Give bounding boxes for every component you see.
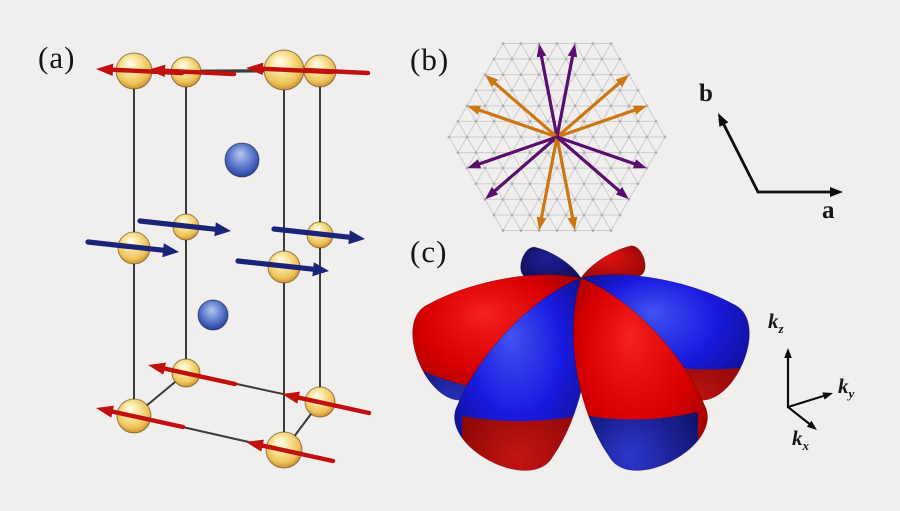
panel-a-crystal xyxy=(85,49,372,469)
k-vector-arrow-purple xyxy=(467,135,559,169)
k-vector-arrow-orange xyxy=(555,105,647,139)
atom-column-fr xyxy=(235,49,336,469)
spin-arrow-red xyxy=(96,405,186,430)
kx-sub: x xyxy=(802,438,810,454)
spin-arrow-navy xyxy=(271,226,365,245)
axis-b-label: b xyxy=(699,80,713,107)
a-axis-arrow xyxy=(756,187,843,197)
kz-axis-arrow xyxy=(784,348,792,409)
kx-axis-arrow xyxy=(786,405,817,430)
atom-column-br xyxy=(271,54,372,418)
axis-ky-label: ky xyxy=(838,374,854,401)
atom-column-bl xyxy=(137,56,238,388)
spin-arrow-navy xyxy=(235,258,329,277)
k-vector-arrow-orange xyxy=(555,74,629,139)
panel-b-label: (b) xyxy=(410,42,450,77)
axis-kx-label: kx xyxy=(792,426,809,453)
spin-arrow-red xyxy=(96,63,185,76)
k-vector-arrow-purple xyxy=(555,135,629,200)
k-vector-arrow-orange xyxy=(467,105,559,139)
spin-arrow-red xyxy=(246,62,335,75)
k-vector-arrow-purple xyxy=(536,43,559,139)
k-vector-arrow-purple xyxy=(555,135,647,169)
spin-arrow-navy xyxy=(137,218,231,237)
kz-sub: z xyxy=(778,321,784,337)
spin-arrow-red xyxy=(282,391,372,416)
spin-arrow-red xyxy=(246,439,336,464)
orbital-lobe-bottom-front-right xyxy=(578,412,698,471)
panel-b-spin-star xyxy=(447,42,843,232)
atom-column-fl xyxy=(85,52,186,434)
k-vector-arrow-purple xyxy=(485,135,559,200)
axis-a-label: a xyxy=(822,197,835,224)
k-vector-arrow-purple xyxy=(555,43,578,139)
kx-base: k xyxy=(792,426,803,450)
panel-c-label: (c) xyxy=(410,234,448,269)
axis-kz-label: kz xyxy=(768,309,784,336)
spin-arrow-navy xyxy=(85,239,179,258)
interstitial-atom xyxy=(197,299,229,331)
spin-arrow-red xyxy=(148,362,238,387)
b-axis-arrow xyxy=(718,113,760,194)
ky-sub: y xyxy=(848,386,855,402)
triangular-lattice xyxy=(447,42,667,232)
kz-base: k xyxy=(768,309,779,333)
k-vector-arrow-orange xyxy=(485,74,559,139)
k-vector-arrow-orange xyxy=(536,135,559,231)
ky-base: k xyxy=(838,374,849,398)
panel-a-label: (a) xyxy=(38,40,76,75)
panel-c-orbital xyxy=(412,245,833,471)
interstitial-atom xyxy=(224,142,260,178)
k-vector-arrow-orange xyxy=(555,135,578,231)
orbital-lobe-bottom-front-left xyxy=(462,413,589,471)
ky-axis-arrow xyxy=(786,392,833,409)
